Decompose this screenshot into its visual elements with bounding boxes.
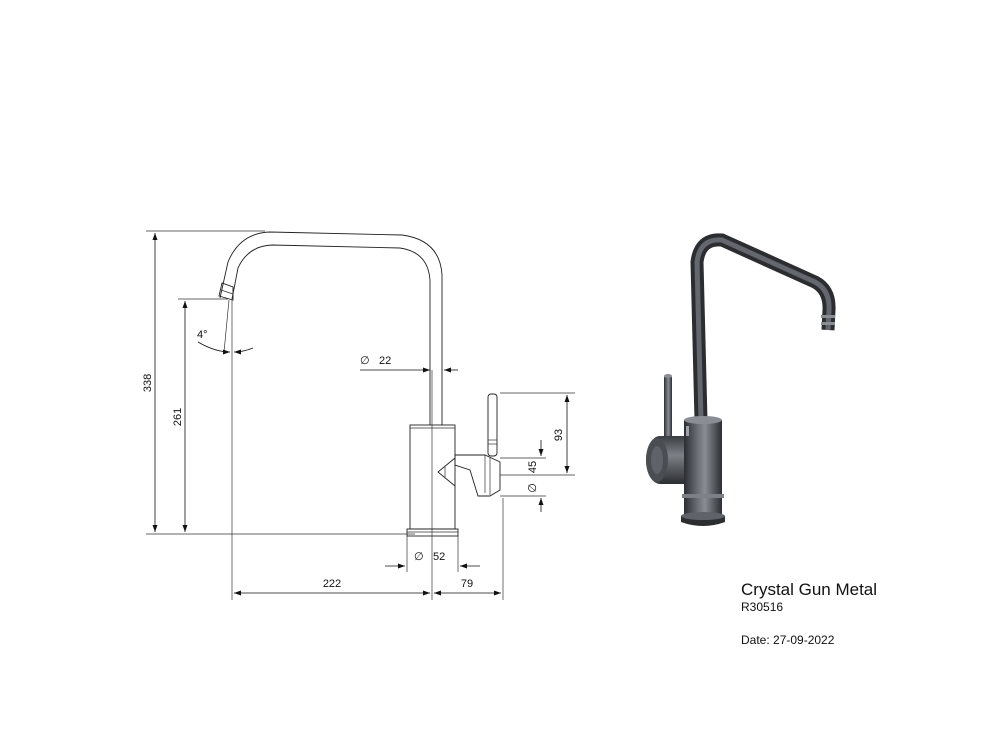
product-date: Date: 27-09-2022: [741, 633, 835, 647]
dim-reach: 222: [323, 578, 341, 590]
dim-base-diameter: 52: [433, 551, 445, 563]
dimension-lines: [152, 233, 570, 596]
dim-handle-offset: 79: [461, 578, 473, 590]
diameter-symbol: ∅: [414, 551, 424, 563]
product-name: Crystal Gun Metal: [741, 580, 878, 599]
product-code: R30516: [741, 600, 784, 614]
dim-spout-angle: 4°: [197, 329, 208, 341]
tap-outline: [218, 231, 501, 537]
dim-overall-height: 338: [142, 374, 154, 392]
dim-spout-height: 261: [172, 408, 184, 426]
dim-handle-height: 93: [553, 429, 565, 441]
dim-spout-diameter: 22: [379, 355, 391, 367]
dimension-labels: 338 261 4° ∅ 22 93 45 ∅ ∅ 52 222 79: [142, 329, 565, 590]
diameter-symbol: ∅: [527, 483, 539, 493]
tap-render: [646, 233, 836, 526]
diameter-symbol: ∅: [360, 355, 370, 367]
dim-handle-body-diameter: 45: [527, 461, 539, 473]
extension-lines: [146, 230, 575, 600]
product-info: Crystal Gun Metal R30516 Date: 27-09-202…: [741, 580, 877, 647]
